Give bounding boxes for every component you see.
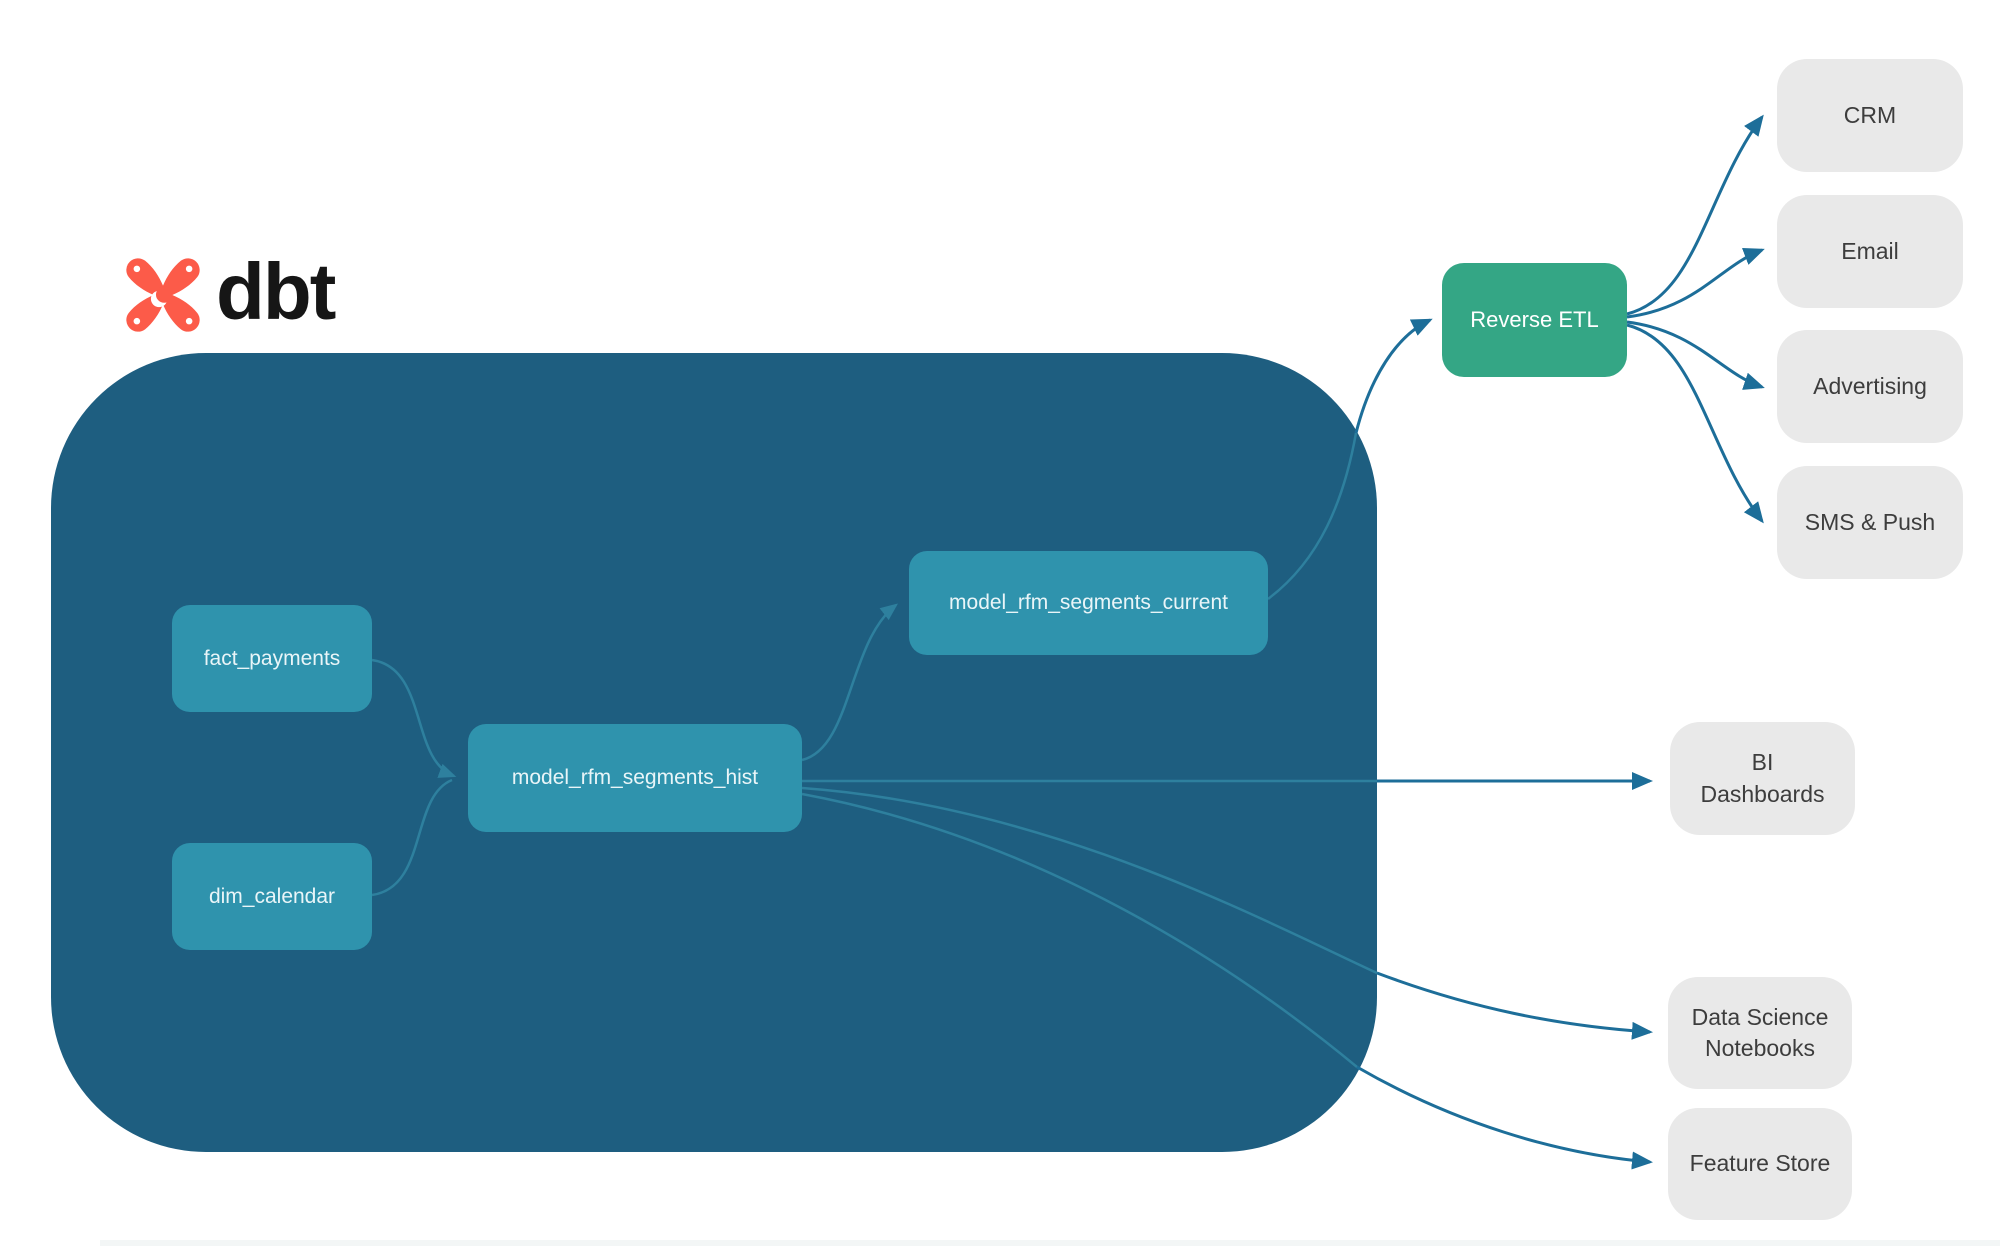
node-bi-dashboards: BI Dashboards xyxy=(1670,722,1855,835)
dbt-logo-text: dbt xyxy=(216,247,336,336)
bottom-edge-strip xyxy=(100,1240,2000,1246)
node-email: Email xyxy=(1777,195,1963,308)
node-label: Data Science Notebooks xyxy=(1691,1003,1829,1061)
node-sms-push: SMS & Push xyxy=(1777,466,1963,579)
node-label: CRM xyxy=(1843,101,1897,128)
edge-current-to-retl-outer xyxy=(1354,318,1433,434)
node-dim-calendar: dim_calendar xyxy=(172,843,372,950)
node-label: model_rfm_segments_current xyxy=(949,591,1228,614)
edge-retl-to-advertising xyxy=(1626,320,1765,390)
edge-retl-to-email xyxy=(1626,248,1765,319)
node-advertising: Advertising xyxy=(1777,330,1963,443)
node-reverse-etl: Reverse ETL xyxy=(1442,263,1627,377)
node-label: Reverse ETL xyxy=(1470,307,1599,332)
node-label: SMS & Push xyxy=(1804,508,1936,535)
node-label: dim_calendar xyxy=(208,884,336,908)
edge-retl-to-sms-push xyxy=(1626,323,1764,524)
node-label: fact_payments xyxy=(203,646,341,670)
node-label: Email xyxy=(1841,237,1899,264)
node-feature-store: Feature Store xyxy=(1668,1108,1852,1220)
dbt-logo: dbt xyxy=(124,247,336,338)
edge-hist-to-fs-outer xyxy=(1356,1065,1653,1170)
node-data-science-notebooks: Data Science Notebooks xyxy=(1668,977,1852,1089)
edge-hist-to-ds-outer xyxy=(1376,971,1653,1040)
node-model-rfm-segments-hist: model_rfm_segments_hist xyxy=(468,724,802,832)
dbt-logo-icon xyxy=(126,258,200,332)
node-label: Advertising xyxy=(1813,372,1927,399)
node-label: Feature Store xyxy=(1689,1150,1831,1177)
node-label: BI Dashboards xyxy=(1700,749,1825,807)
node-crm: CRM xyxy=(1777,59,1963,172)
edge-retl-to-crm xyxy=(1626,114,1764,316)
node-model-rfm-segments-current: model_rfm_segments_current xyxy=(909,551,1268,655)
node-label: model_rfm_segments_hist xyxy=(511,766,759,789)
node-fact-payments: fact_payments xyxy=(172,605,372,712)
